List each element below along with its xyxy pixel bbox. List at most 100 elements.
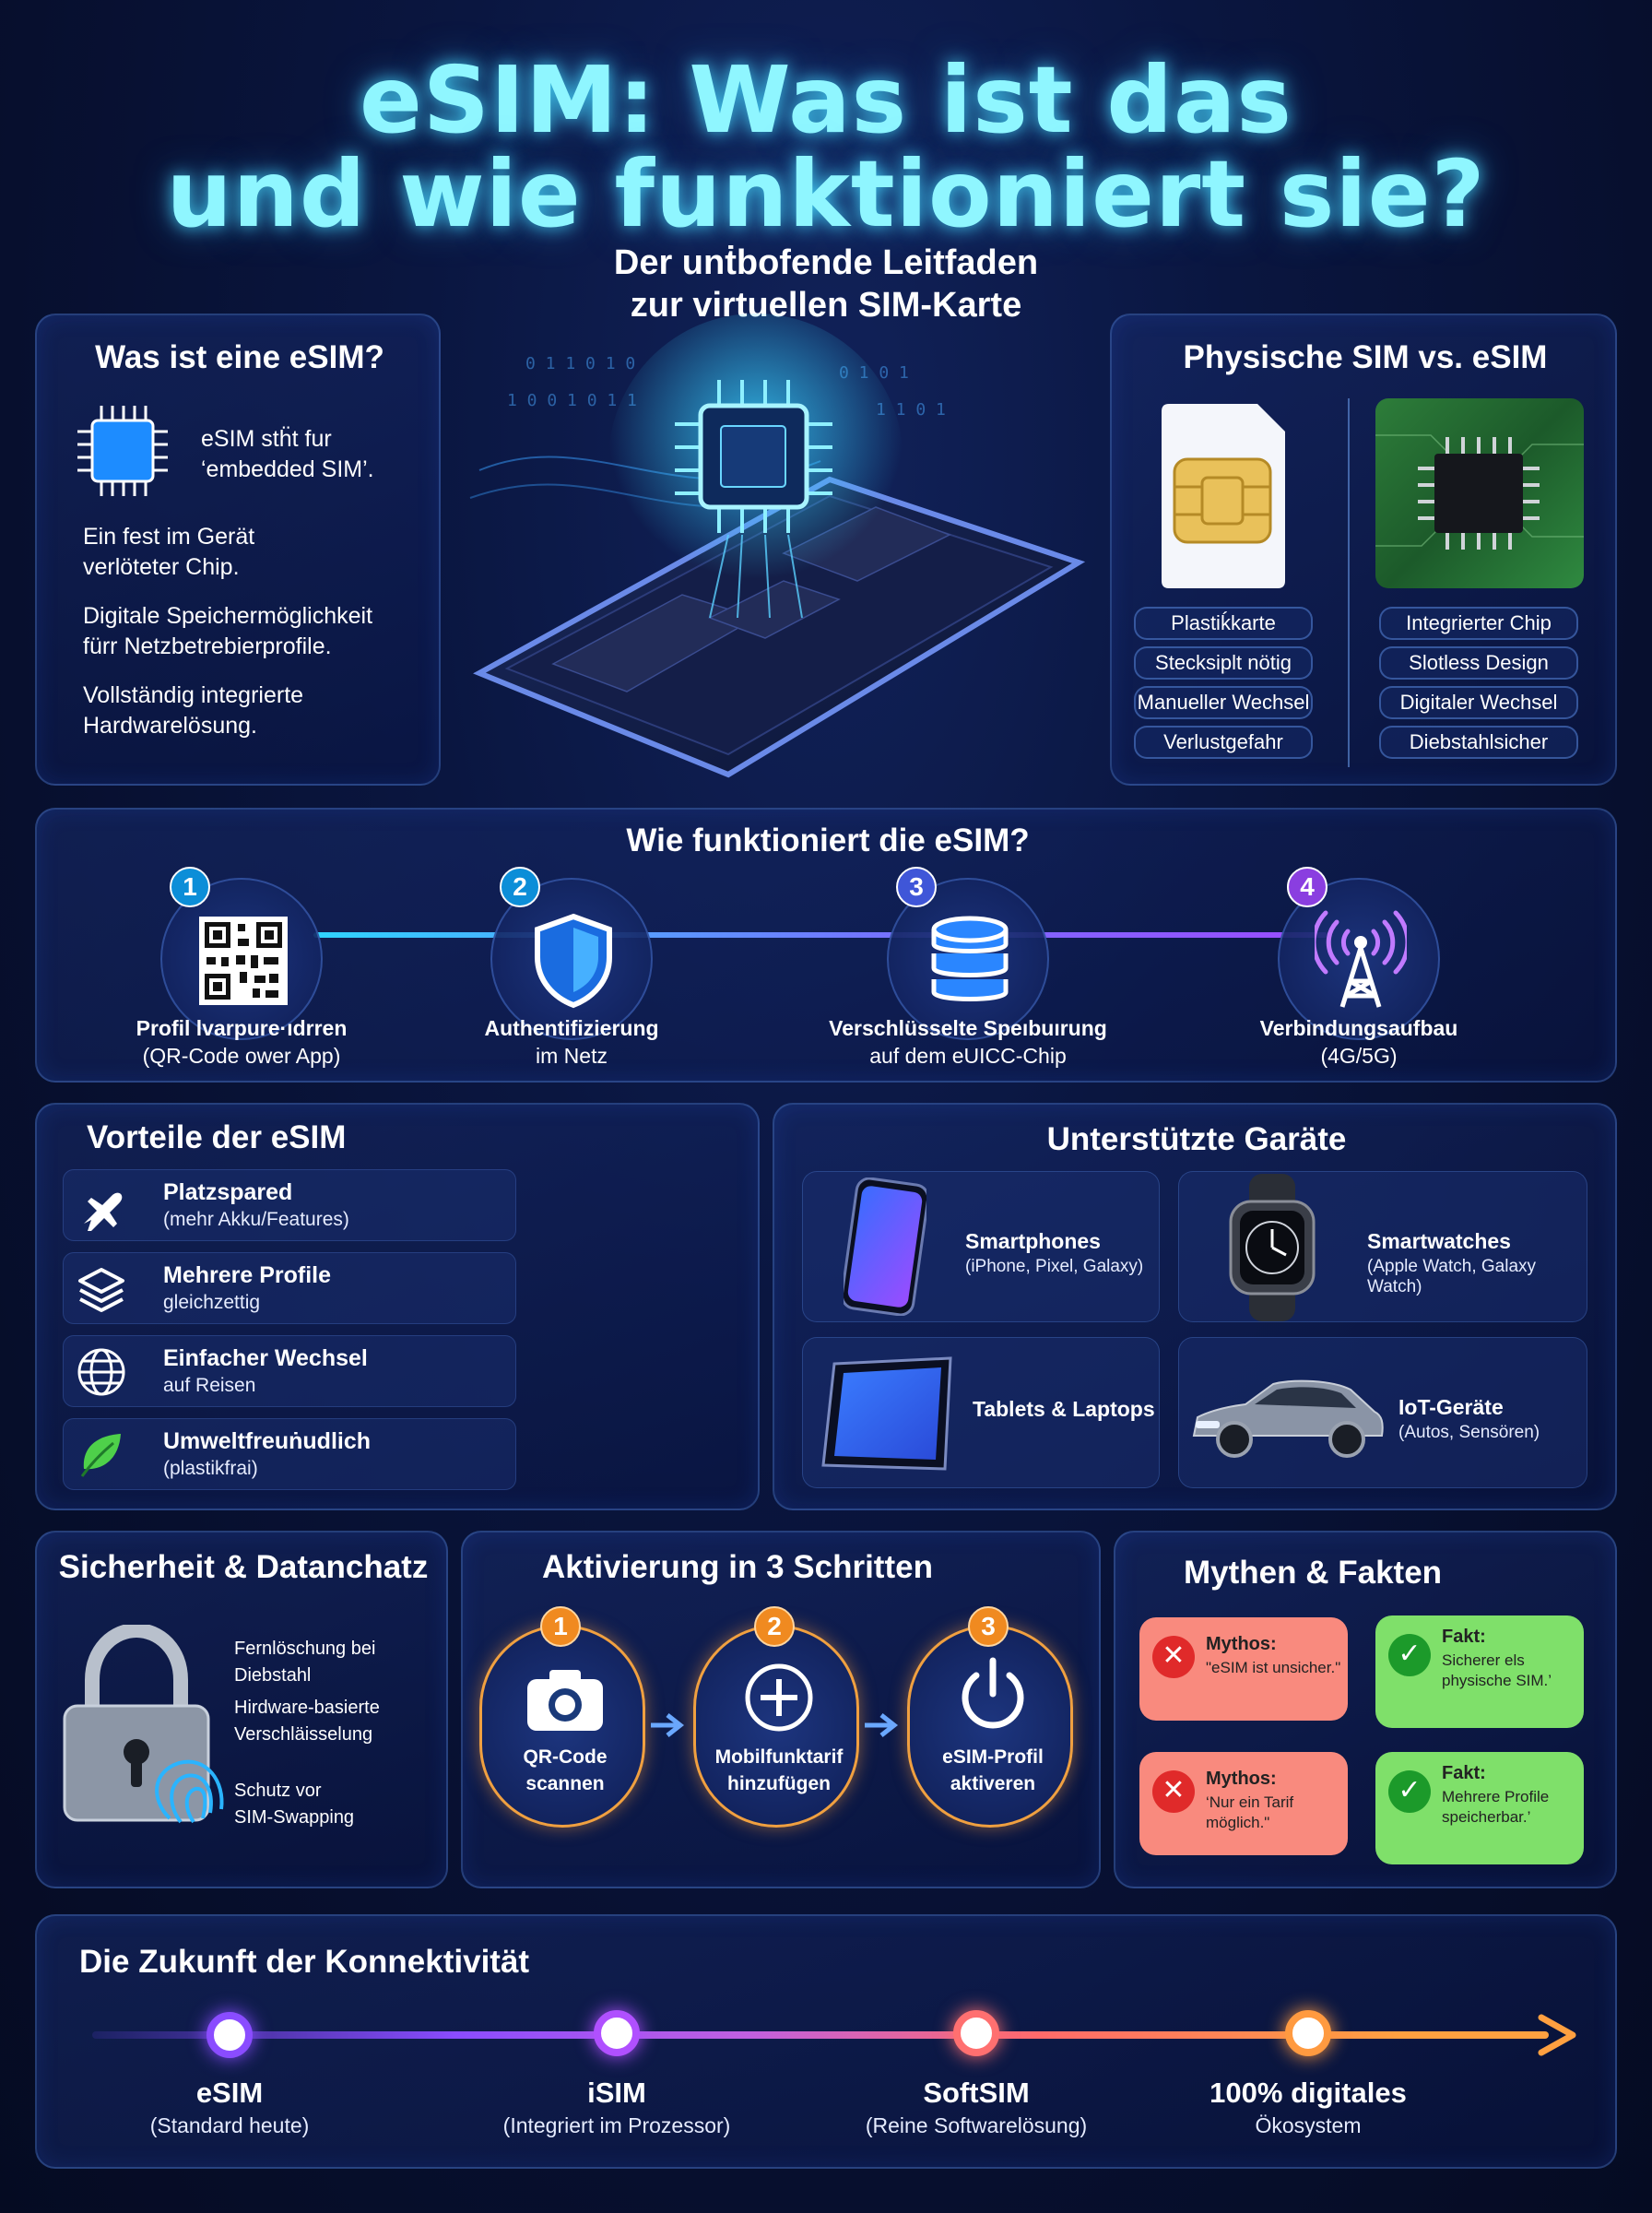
myth-2-title: Mythos: bbox=[1206, 1769, 1277, 1789]
subtitle: Der unṫbofende Leitfaden zur virtuellen … bbox=[0, 242, 1652, 326]
myth-bubble-1: ✕ Mythos: "eSIM ist unsicher." bbox=[1139, 1617, 1348, 1721]
arrow-right-icon bbox=[651, 1713, 685, 1737]
future-item-1: eSIM (Standard heute) bbox=[91, 2077, 368, 2138]
compare-divider bbox=[1348, 398, 1350, 767]
physical-vs-esim-panel: Physische SIM vs. eSIM Plastiḱkarte Stec… bbox=[1110, 314, 1617, 786]
future-heading: Die Zukunft der Konnektivität bbox=[79, 1944, 530, 1980]
esim-item-4: Diebstahlsicher bbox=[1379, 726, 1578, 759]
check-icon: ✓ bbox=[1388, 1770, 1431, 1813]
padlock-fingerprint-icon bbox=[63, 1625, 224, 1824]
myths-heading: Mythen & Fakten bbox=[1184, 1555, 1443, 1591]
what-is-point-3: Vollständig integrierte Hardwarelösung. bbox=[83, 680, 303, 741]
activation-step-1-number: 1 bbox=[540, 1606, 581, 1647]
tablet-icon bbox=[821, 1356, 952, 1471]
chip-icon bbox=[77, 406, 168, 496]
security-point-2-line-1: Hirdware-basierte bbox=[234, 1698, 380, 1718]
activation-step-1-line-1: QR-Code bbox=[523, 1746, 608, 1768]
physical-item-3: Manueller Wechsel bbox=[1134, 686, 1313, 719]
how-step-2-caption: Authentifizierung im Netz bbox=[459, 1014, 684, 1070]
physical-vs-esim-heading: Physische SIM vs. eSIM bbox=[1183, 339, 1548, 375]
how-step-3-circle bbox=[887, 878, 1049, 1040]
fact-1-text: Sicherer els physische SIM.’ bbox=[1442, 1651, 1552, 1689]
what-is-intro: eSIM stḧt fur ‘embedded SIM’. bbox=[201, 424, 374, 485]
how-step-3-line-2: auf dem eUICC-Chip bbox=[869, 1044, 1067, 1068]
future-item-1-subtitle: (Standard heute) bbox=[149, 2113, 310, 2137]
activation-step-2-number: 2 bbox=[754, 1606, 795, 1647]
power-icon bbox=[962, 1657, 1024, 1729]
activation-step-1-line-2: scannen bbox=[525, 1773, 605, 1794]
future-item-2-title: iSIM bbox=[587, 2077, 646, 2109]
myth-1-title: Mythos: bbox=[1206, 1634, 1277, 1654]
fact-bubble-1: ✓ Fakt: Sicherer els physische SIM.’ bbox=[1375, 1615, 1584, 1728]
qr-code-icon bbox=[199, 917, 288, 1005]
what-is-point-1: Ein fest im Gerät verlöteter Chip. bbox=[83, 522, 254, 583]
how-step-3-number: 3 bbox=[896, 867, 937, 907]
how-it-works-panel: Wie funktioniert die eSIM? 1 Profil lvar… bbox=[35, 808, 1617, 1083]
advantage-4-subtitle: (plastikfrai) bbox=[163, 1458, 258, 1479]
future-node-4 bbox=[1285, 2010, 1331, 2056]
advantage-2-title: Mehrere Profile bbox=[163, 1262, 332, 1288]
advantages-heading: Vorteile der eSIM bbox=[87, 1119, 347, 1155]
activation-step-1-label: QR-Code scannen bbox=[482, 1744, 648, 1797]
activation-step-2-line-1: Mobilfunktarif bbox=[714, 1746, 844, 1768]
chip-on-board-icon bbox=[1375, 434, 1584, 550]
advantage-1-subtitle: (mehr Akku/Features) bbox=[163, 1209, 349, 1230]
cross-icon: ✕ bbox=[1152, 1636, 1195, 1678]
device-smartwatches-subtitle: (Apple Watch, Galaxy Watch) bbox=[1367, 1257, 1537, 1296]
advantage-3-title: Einfacher Wechsel bbox=[163, 1345, 368, 1371]
esim-chip-photo bbox=[1375, 398, 1584, 588]
fact-1-title: Fakt: bbox=[1442, 1627, 1486, 1647]
security-heading: Sicherheit & Datanchatz bbox=[58, 1549, 429, 1585]
activation-step-3-line-1: eSIM-Profil bbox=[942, 1746, 1044, 1768]
future-item-3-subtitle: (Reine Softwarelösung) bbox=[865, 2113, 1088, 2137]
advantage-item-4: Umweltfreuṅudlich (plastikfrai) bbox=[63, 1418, 516, 1490]
globe-icon bbox=[77, 1348, 125, 1396]
what-is-point-3-line-1: Vollständig integrierte bbox=[83, 682, 304, 708]
how-step-1-line-2: (QR-Code ower App) bbox=[142, 1044, 341, 1068]
future-panel: Die Zukunft der Konnektivität eSIM (Stan… bbox=[35, 1914, 1617, 2169]
fact-2-title: Fakt: bbox=[1442, 1763, 1486, 1783]
security-point-2: Hirdware-basierte Verschläisselung bbox=[234, 1695, 380, 1748]
camera-icon bbox=[527, 1670, 603, 1731]
activation-step-3: eSIM-Profil aktiveren bbox=[907, 1625, 1073, 1828]
activation-step-3-line-2: aktiveren bbox=[950, 1773, 1036, 1794]
activation-step-3-label: eSIM-Profil aktiveren bbox=[910, 1744, 1076, 1797]
future-item-1-title: eSIM bbox=[195, 2077, 264, 2109]
arrow-right-icon bbox=[865, 1713, 899, 1737]
physical-item-1: Plastiḱkarte bbox=[1134, 607, 1313, 640]
future-item-4-title: 100% digitales bbox=[1210, 2077, 1407, 2109]
advantage-1-title: Platzspared bbox=[163, 1179, 293, 1205]
what-is-intro-line-2: ‘embedded SIM’. bbox=[201, 456, 374, 482]
activation-step-1: QR-Code scannen bbox=[479, 1625, 645, 1828]
physical-sim-card-icon bbox=[1162, 404, 1285, 588]
svg-text:1 0 0 1 0 1 1: 1 0 0 1 0 1 1 bbox=[507, 391, 637, 410]
future-item-2-subtitle: (Integriert im Prozessor) bbox=[502, 2113, 731, 2137]
what-is-point-2-line-1: Digitale Speichermöglichkeit bbox=[83, 603, 373, 629]
cell-tower-icon bbox=[1315, 910, 1407, 1008]
esim-item-3: Digitaler Wechsel bbox=[1379, 686, 1578, 719]
subtitle-line-2: zur virtuellen SIM-Karte bbox=[630, 286, 1022, 325]
future-node-2 bbox=[594, 2010, 640, 2056]
device-tablets-laptops: Tablets & Laptops bbox=[802, 1337, 1160, 1488]
advantage-3-subtitle: auf Reisen bbox=[163, 1375, 256, 1396]
advantage-item-1: Platzspared (mehr Akku/Features) bbox=[63, 1169, 516, 1241]
security-point-1: Fernlöschung bei Diebstahl bbox=[234, 1636, 446, 1689]
future-item-3: SoftSIM (Reine Softwarelösung) bbox=[829, 2077, 1124, 2138]
security-point-3-line-2: SIM-Swapping bbox=[234, 1807, 355, 1828]
activation-step-2-line-2: hinzufügen bbox=[727, 1773, 831, 1794]
myth-bubble-2: ✕ Mythos: ‘Nur ein Tarif möglich." bbox=[1139, 1752, 1348, 1855]
check-icon: ✓ bbox=[1388, 1634, 1431, 1676]
activation-step-3-number: 3 bbox=[968, 1606, 1009, 1647]
device-iot: IoT-Geräte (Autos, Sensören) bbox=[1178, 1337, 1587, 1488]
future-node-1 bbox=[206, 2012, 253, 2058]
car-icon bbox=[1192, 1379, 1384, 1458]
smartwatch-icon bbox=[1229, 1174, 1316, 1321]
what-is-point-2: Digitale Speichermöglichkeit fürr Netzbe… bbox=[83, 601, 372, 662]
advantage-item-3: Einfacher Wechsel auf Reisen bbox=[63, 1335, 516, 1407]
what-is-point-1-line-1: Ein fest im Gerät bbox=[83, 524, 255, 550]
main-title-line-1: eSIM: Was ist das bbox=[360, 46, 1292, 154]
how-step-1-line-1: Profil lvarpure·ıdrren bbox=[136, 1016, 348, 1040]
security-point-2-line-2: Verschläisselung bbox=[234, 1724, 373, 1745]
device-iot-subtitle: (Autos, Sensören) bbox=[1398, 1423, 1540, 1442]
device-tablets-title: Tablets & Laptops bbox=[973, 1397, 1155, 1421]
